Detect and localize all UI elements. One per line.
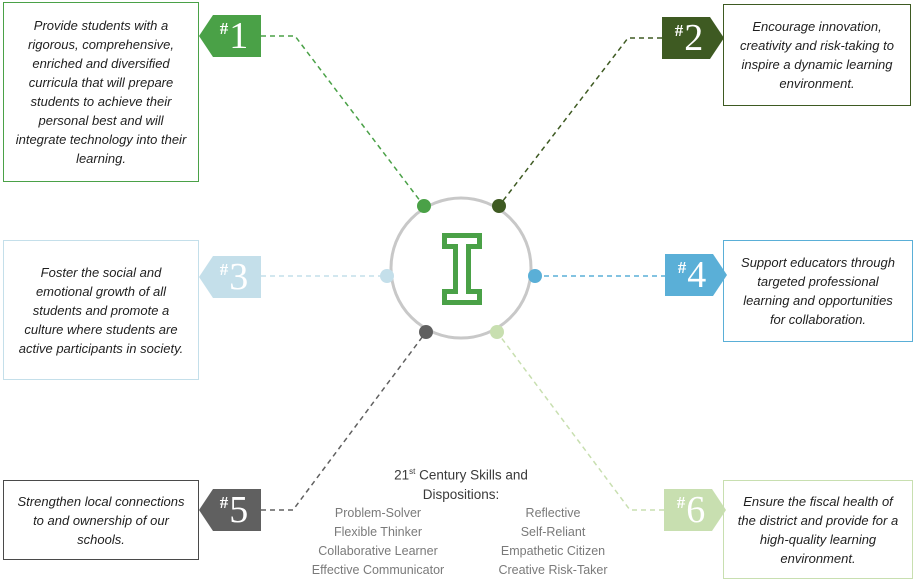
goal-3-box: Foster the social and emotional growth o… bbox=[3, 240, 199, 380]
hash-symbol: # bbox=[674, 21, 684, 40]
hash-symbol: # bbox=[676, 493, 686, 512]
skill-left-3: Collaborative Learner bbox=[318, 544, 438, 558]
skills-title-prefix: 21 bbox=[394, 467, 410, 483]
goal-number: 3 bbox=[229, 256, 249, 298]
node-dot-2 bbox=[492, 199, 506, 213]
hash-symbol: # bbox=[677, 258, 687, 277]
logo-i-icon bbox=[442, 233, 482, 305]
skill-right-4: Creative Risk-Taker bbox=[498, 563, 608, 577]
goal-number: 4 bbox=[687, 254, 707, 296]
goal-5-text: Strengthen local connections to and owne… bbox=[17, 493, 185, 547]
skills-title: 21st Century Skills and Dispositions: bbox=[372, 462, 550, 504]
skills-title-suffix: Century Skills and Dispositions: bbox=[415, 467, 528, 502]
skill-right-3: Empathetic Citizen bbox=[500, 544, 606, 558]
skills-title-sup: st bbox=[409, 467, 416, 476]
hash-symbol: # bbox=[219, 19, 229, 38]
node-dot-5 bbox=[419, 325, 433, 339]
hash-symbol: # bbox=[219, 493, 229, 512]
connector-5 bbox=[261, 331, 427, 511]
connector-6 bbox=[496, 331, 664, 511]
goal-2-box: Encourage innovation, creativity and ris… bbox=[723, 4, 911, 106]
node-dot-6 bbox=[490, 325, 504, 339]
goal-1-box: Provide students with a rigorous, compre… bbox=[3, 2, 199, 182]
skill-right-1: Reflective bbox=[525, 506, 581, 520]
goal-5-badge: #5 bbox=[199, 489, 261, 531]
goal-number: 6 bbox=[686, 489, 706, 531]
goal-2-text: Encourage innovation, creativity and ris… bbox=[740, 19, 894, 91]
goal-3-text: Foster the social and emotional growth o… bbox=[18, 264, 184, 356]
skill-left-1: Problem-Solver bbox=[334, 506, 422, 520]
goal-5-box: Strengthen local connections to and owne… bbox=[3, 480, 199, 560]
goal-number: 2 bbox=[684, 17, 704, 59]
goal-2-badge: #2 bbox=[662, 17, 724, 59]
goal-6-box: Ensure the fiscal health of the district… bbox=[723, 480, 913, 579]
node-dot-1 bbox=[417, 199, 431, 213]
goal-6-text: Ensure the fiscal health of the district… bbox=[737, 493, 899, 566]
goal-3-badge: #3 bbox=[199, 256, 261, 298]
goal-6-badge: #6 bbox=[664, 489, 726, 531]
skill-left-2: Flexible Thinker bbox=[333, 525, 422, 539]
connector-2 bbox=[498, 37, 662, 207]
connector-1 bbox=[261, 35, 425, 207]
goal-number: 1 bbox=[229, 15, 249, 57]
node-dot-3 bbox=[380, 269, 394, 283]
goal-1-text: Provide students with a rigorous, compre… bbox=[15, 18, 187, 166]
goal-1-badge: #1 bbox=[199, 15, 261, 57]
hash-symbol: # bbox=[219, 260, 229, 279]
goal-number: 5 bbox=[229, 489, 249, 531]
node-dot-4 bbox=[528, 269, 542, 283]
goal-4-badge: #4 bbox=[665, 254, 727, 296]
goal-4-box: Support educators through targeted profe… bbox=[723, 240, 913, 342]
skill-left-4: Effective Communicator bbox=[311, 563, 445, 577]
goal-4-text: Support educators through targeted profe… bbox=[741, 255, 895, 327]
skill-right-2: Self-Reliant bbox=[520, 525, 586, 539]
